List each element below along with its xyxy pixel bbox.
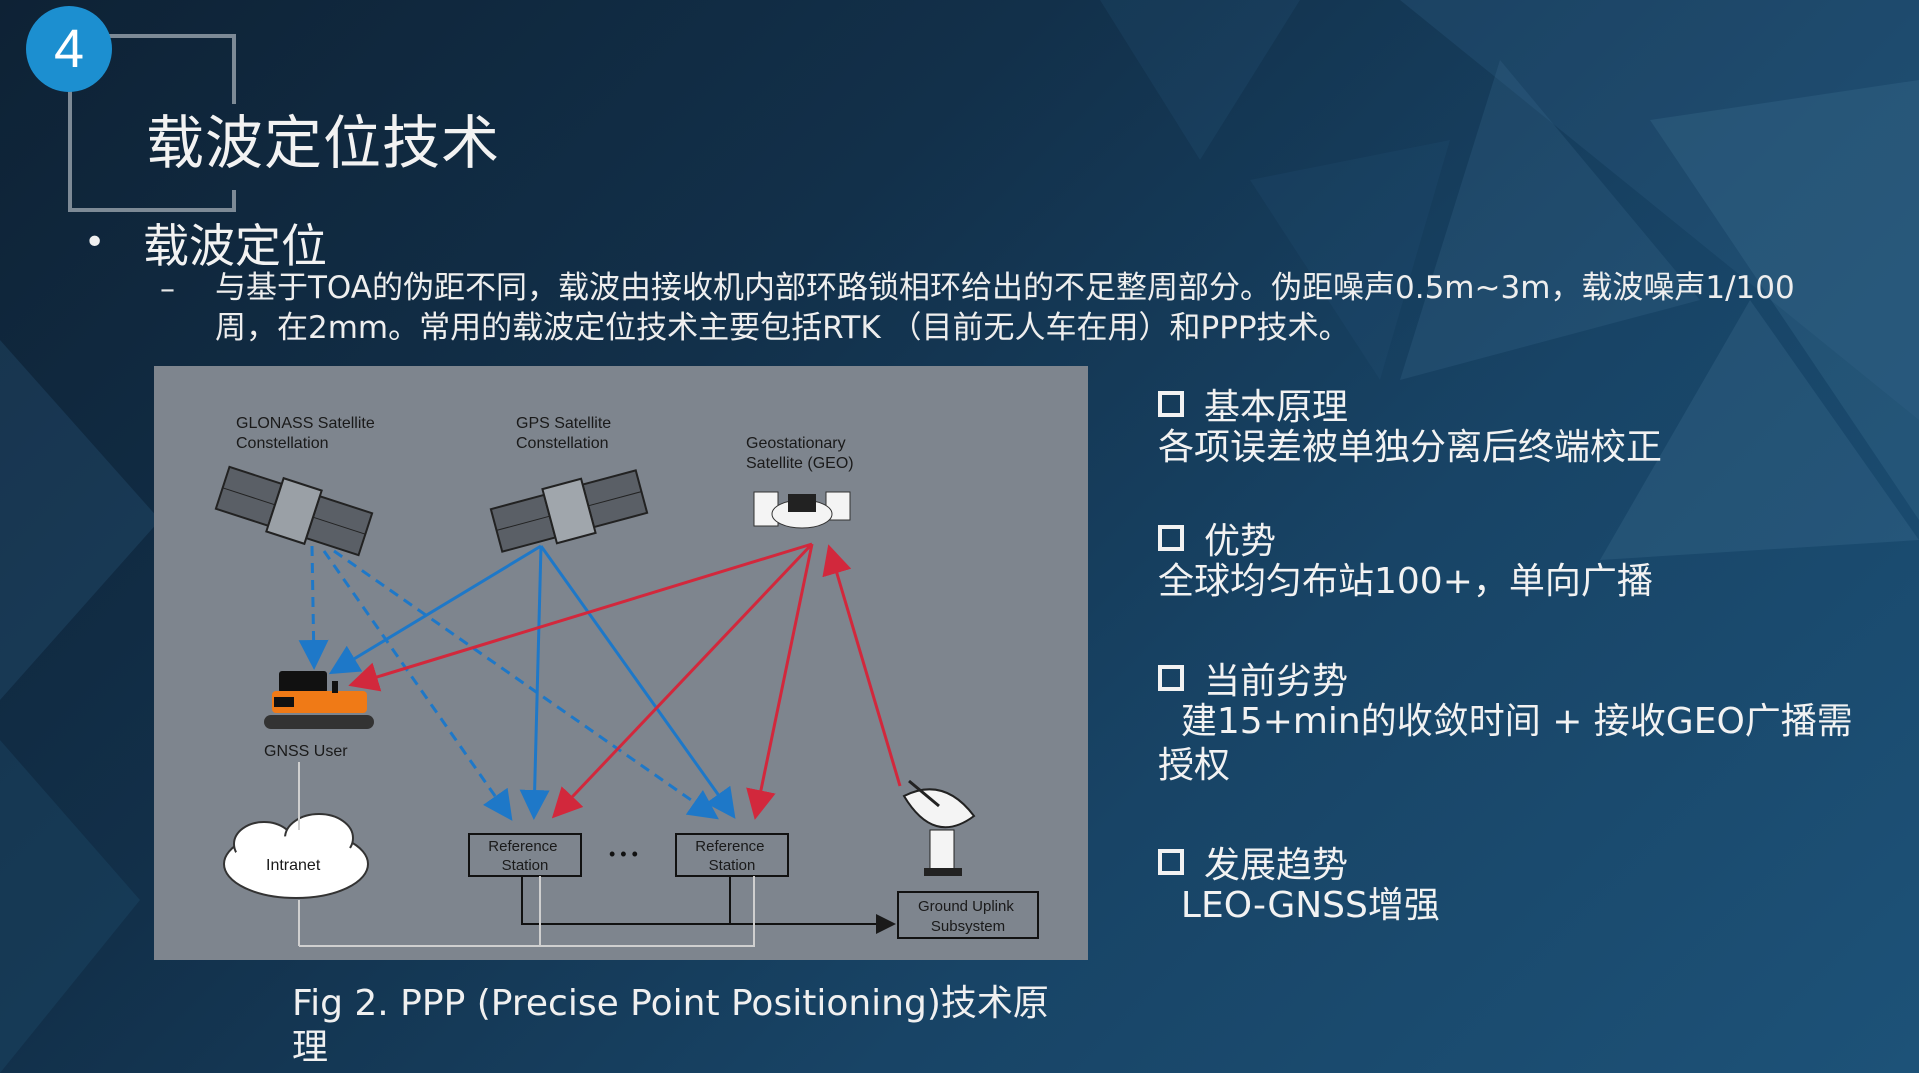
section-disadvantage: 当前劣势 建15+min的收敛时间 + 接收GEO广播需授权 [1158, 656, 1878, 788]
bullet-dot: • [84, 222, 106, 263]
section-heading: 当前劣势 [1204, 661, 1349, 702]
section-heading: 优势 [1204, 521, 1277, 562]
reference-station-1-line2: Station [502, 857, 549, 874]
geo-signal-links [348, 542, 902, 820]
intranet-cloud-icon [223, 813, 369, 899]
section-heading: 发展趋势 [1204, 845, 1349, 886]
tractor-icon [264, 671, 374, 729]
reference-station-2-line1: Reference [695, 838, 764, 855]
ground-uplink-line2: Subsystem [931, 918, 1005, 935]
ground-uplink-label: Ground Uplink Subsystem [918, 898, 1018, 935]
section-body: LEO-GNSS增强 [1158, 885, 1440, 926]
section-heading: 基本原理 [1204, 387, 1349, 428]
figure-caption: Fig 2. PPP (Precise Point Positioning)技术… [292, 983, 1049, 1068]
geo-satellite-icon [753, 491, 851, 529]
bullet-heading: 载波定位 [143, 219, 327, 273]
geo-label: Geostationary Satellite (GEO) [746, 435, 854, 472]
gnss-signal-links [298, 544, 736, 821]
ellipsis: • • • [609, 844, 638, 864]
gps-label: GPS Satellite Constellation [516, 415, 616, 452]
gps-label-line1: GPS Satellite [516, 415, 611, 432]
section-trend: 发展趋势 LEO-GNSS增强 [1158, 840, 1878, 928]
gps-satellite-icon [489, 469, 649, 553]
intranet-label: Intranet [266, 857, 321, 874]
description-text: 与基于TOA的伪距不同，载波由接收机内部环路锁相环给出的不足整周部分。伪距噪声0… [215, 270, 1795, 346]
satellite-dish-icon [902, 779, 976, 876]
glonass-label: GLONASS Satellite Constellation [236, 415, 379, 452]
section-body: 各项误差被单独分离后终端校正 [1158, 427, 1663, 468]
reference-station-2-label: Reference Station [695, 838, 768, 874]
network-connections [298, 762, 896, 947]
title-frame [68, 34, 236, 212]
gnss-user-label: GNSS User [264, 743, 348, 760]
glonass-label-line2: Constellation [236, 435, 329, 452]
geo-label-line2: Satellite (GEO) [746, 455, 854, 472]
section-body: 全球均匀布站100+，单向广播 [1158, 561, 1653, 602]
slide-number-badge: 4 [26, 6, 112, 92]
section-body: 建15+min的收敛时间 + 接收GEO广播需授权 [1158, 701, 1853, 786]
page-title: 载波定位技术 [146, 109, 501, 177]
ground-uplink-box [897, 891, 1039, 939]
reference-station-2-line2: Station [709, 857, 756, 874]
geo-label-line1: Geostationary [746, 435, 846, 452]
sub-bullet-dash: – [160, 272, 175, 307]
gps-label-line2: Constellation [516, 435, 609, 452]
square-bullet-icon [1158, 391, 1184, 417]
glonass-label-line1: GLONASS Satellite [236, 415, 375, 432]
reference-station-1-label: Reference Station [488, 838, 561, 874]
reference-station-2-box [675, 833, 789, 877]
square-bullet-icon [1158, 665, 1184, 691]
reference-station-1-line1: Reference [488, 838, 557, 855]
square-bullet-icon [1158, 849, 1184, 875]
square-bullet-icon [1158, 525, 1184, 551]
reference-station-1-box [468, 833, 582, 877]
section-advantage: 优势 全球均匀布站100+，单向广播 [1158, 516, 1878, 604]
ppp-diagram: GLONASS Satellite Constellation GPS Sate… [154, 366, 1088, 960]
glonass-satellite-icon [214, 465, 374, 557]
section-principle: 基本原理 各项误差被单独分离后终端校正 [1158, 382, 1878, 470]
ground-uplink-line1: Ground Uplink [918, 898, 1014, 915]
